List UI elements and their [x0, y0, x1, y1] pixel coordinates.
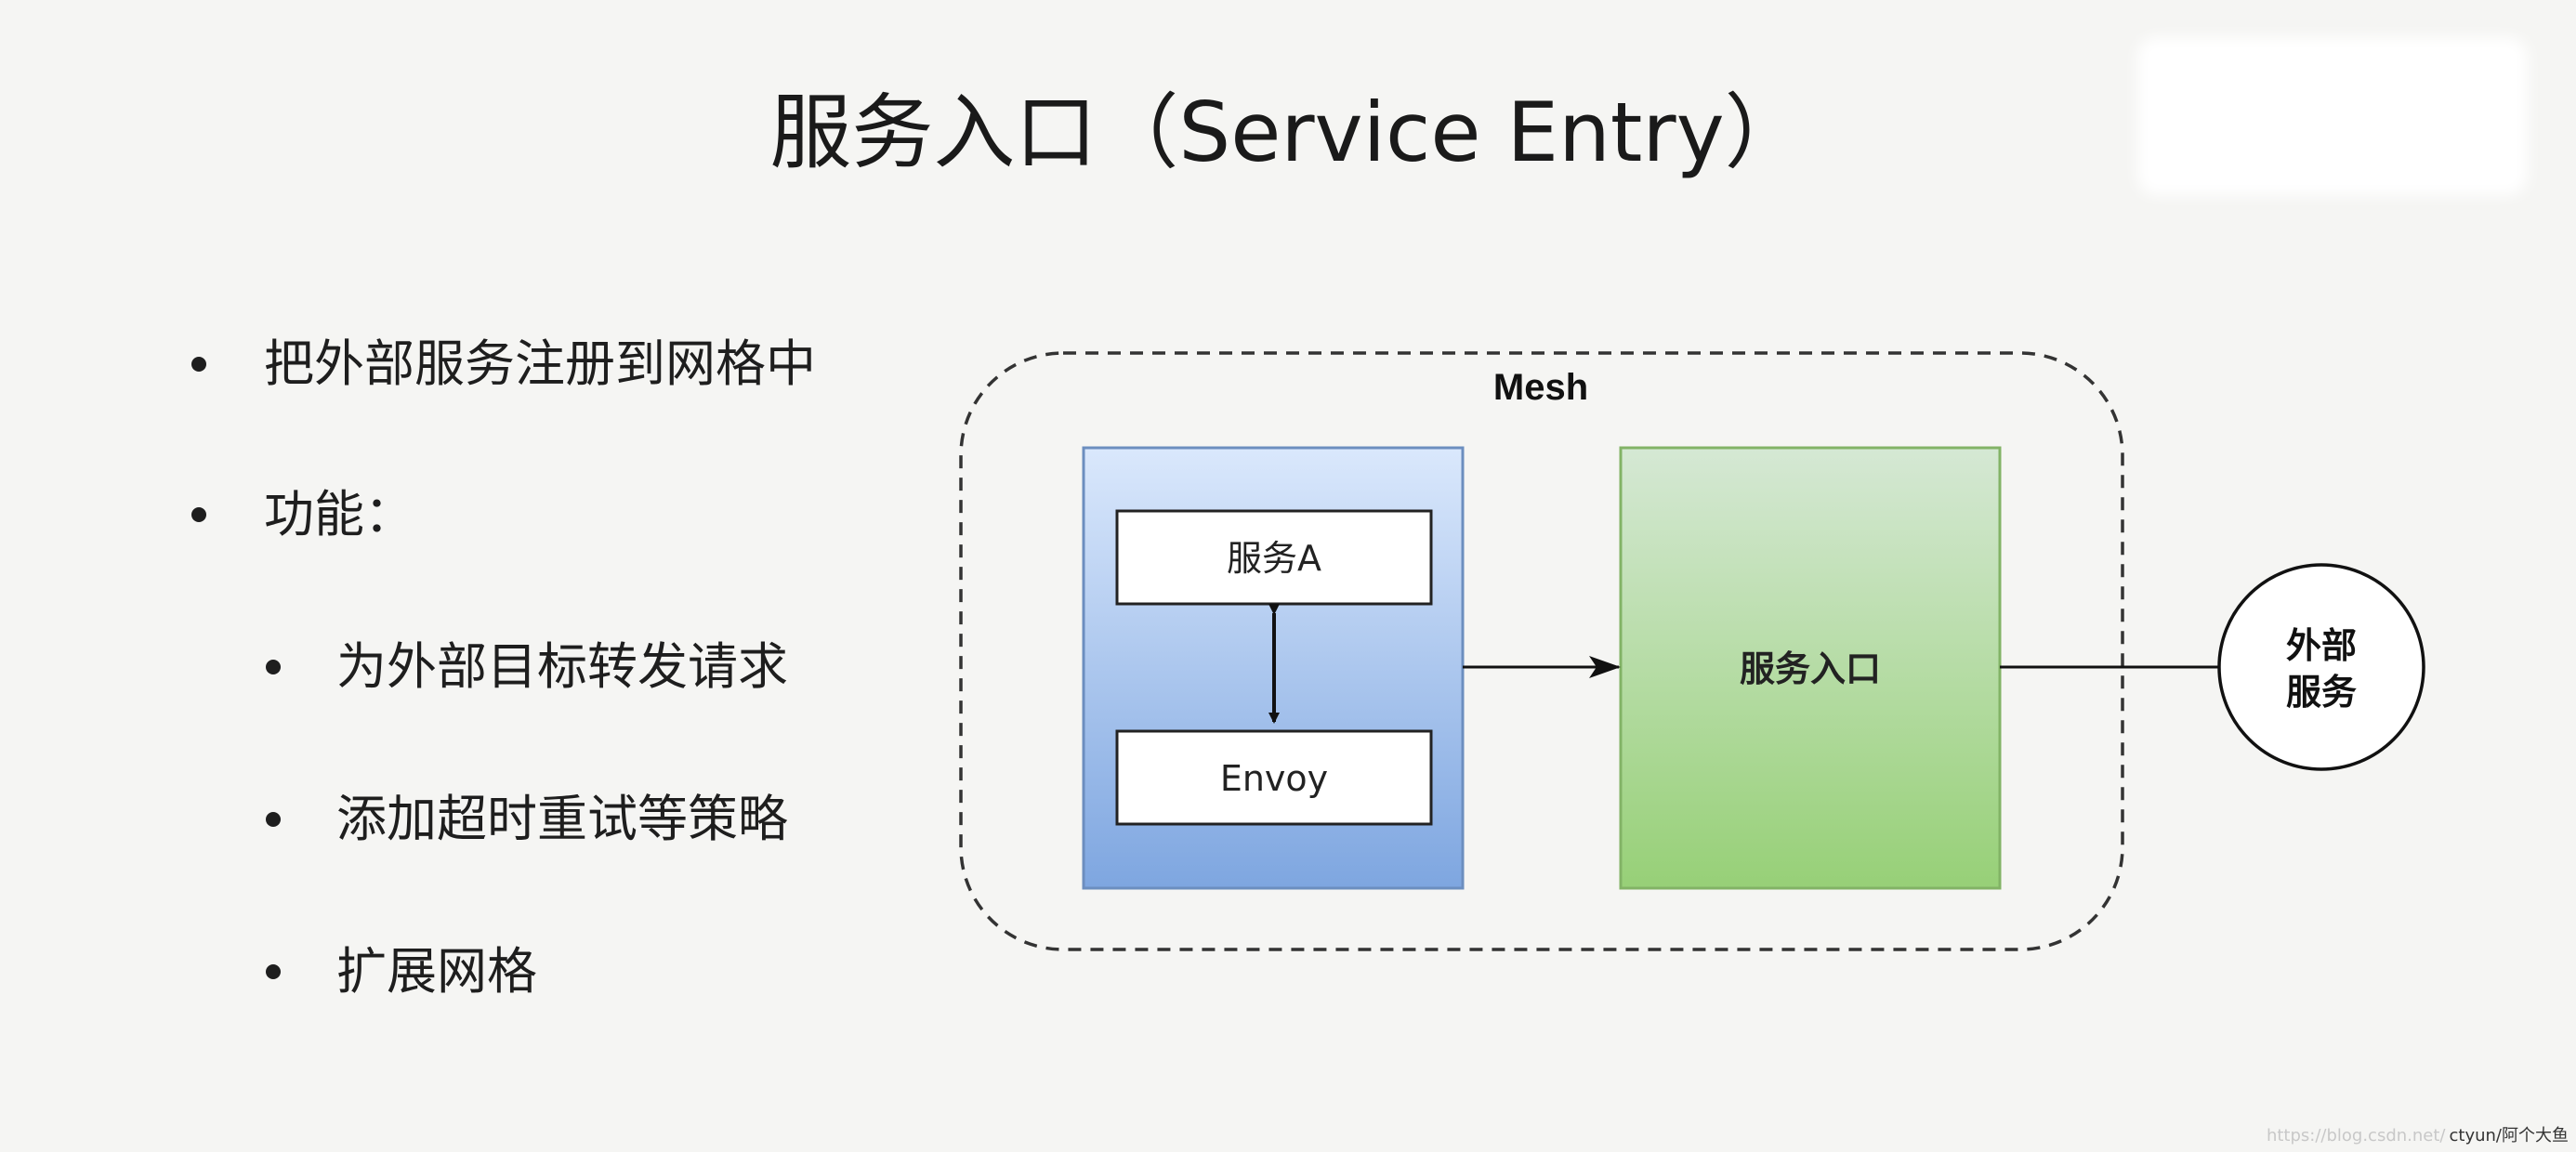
sub-bullet-item: 添加超时重试等策略	[266, 782, 916, 857]
bullet-text: 功能：	[264, 485, 414, 543]
external-service-label-line2: 服务	[2286, 672, 2357, 713]
whiteout-patch	[2137, 37, 2528, 195]
envoy-box	[1115, 729, 1433, 826]
bullet-item: 把外部服务注册到网格中	[191, 327, 916, 401]
envoy-label: Envoy	[1220, 758, 1328, 799]
slide-title: 服务入口（Service Entry）	[769, 85, 1807, 180]
watermark: https://blog.csdn.net/ctyun/阿个大鱼	[2267, 1122, 2569, 1146]
watermark-text: ctyun/阿个大鱼	[2449, 1126, 2569, 1145]
mesh-label: Mesh	[1493, 367, 1588, 408]
service-a-label: 服务A	[1227, 538, 1321, 579]
external-service-circle	[2217, 563, 2425, 771]
bullet-dot	[266, 964, 281, 979]
bullet-text: 扩展网格	[336, 942, 537, 1001]
bullet-text: 为外部目标转发请求	[336, 637, 788, 696]
service-a-box	[1115, 509, 1433, 606]
mesh-boundary	[959, 351, 2124, 951]
bullet-item: 功能：	[191, 478, 916, 552]
bullet-text: 添加超时重试等策略	[336, 790, 788, 848]
bullet-text: 把外部服务注册到网格中	[264, 334, 816, 393]
watermark-faint-url: https://blog.csdn.net/	[2266, 1126, 2446, 1145]
service-entry-label: 服务入口	[1740, 648, 1881, 689]
sub-bullet-item: 扩展网格	[266, 935, 916, 1009]
bullet-dot	[191, 507, 206, 522]
bullet-dot	[191, 357, 206, 372]
sub-bullet-item: 为外部目标转发请求	[266, 630, 916, 704]
service-entry-box	[1619, 446, 2002, 890]
bullet-dot	[266, 812, 281, 827]
bullet-dot	[266, 660, 281, 674]
external-service-label-line1: 外部	[2286, 625, 2357, 666]
